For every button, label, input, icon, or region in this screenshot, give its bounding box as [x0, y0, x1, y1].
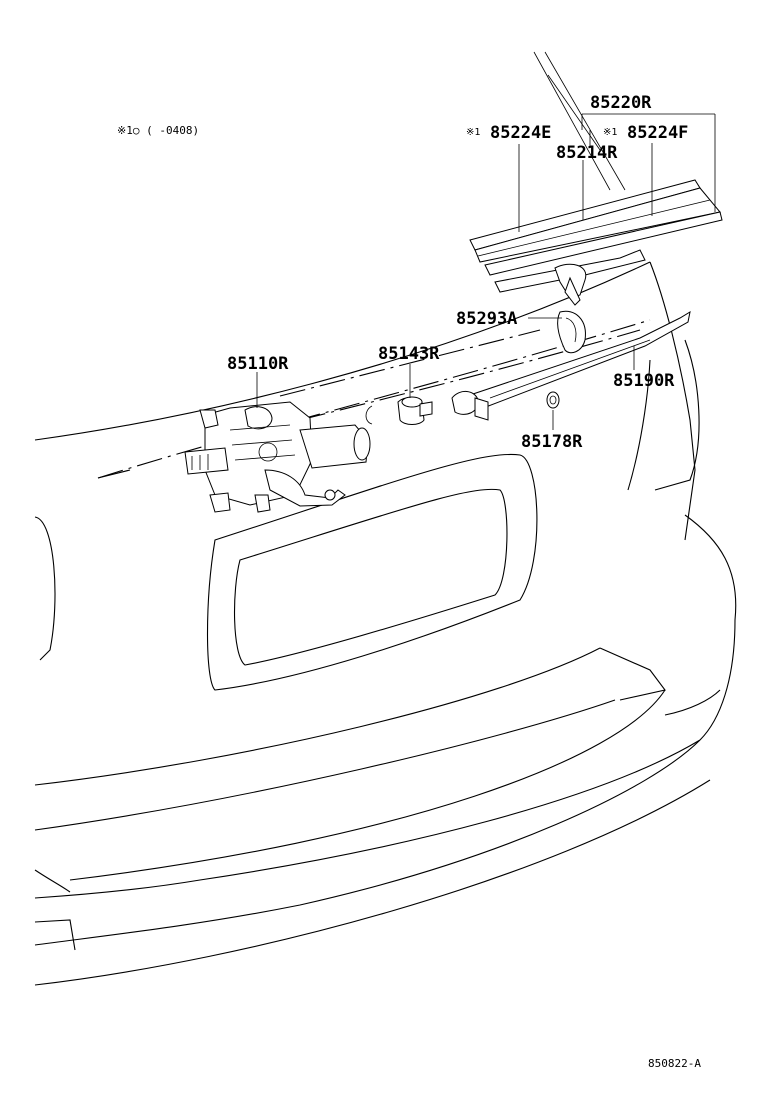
label-85293A: 85293A: [456, 309, 517, 329]
pivot-cap-85293A: [557, 310, 586, 354]
wiper-blade-assembly: [469, 179, 723, 306]
label-85190R: 85190R: [613, 371, 675, 391]
label-85220R: 85220R: [590, 93, 652, 113]
nut-85178R: [546, 391, 560, 409]
mark-85224E: ※1: [466, 127, 480, 138]
mark-85224F: ※1: [603, 127, 617, 138]
wiper-arm-85190R: [451, 310, 691, 421]
wiper-motor-85110R: [184, 401, 371, 513]
note-text: ※1○ ( -0408): [117, 124, 199, 137]
vehicle-body-outline: [34, 51, 737, 986]
grommet-85143R: [365, 396, 433, 425]
leader-lines: [256, 113, 716, 430]
label-85143R: 85143R: [378, 344, 440, 364]
label-85224F: 85224F: [627, 123, 688, 143]
label-85110R: 85110R: [227, 354, 289, 374]
label-85214R: 85214R: [556, 143, 618, 163]
label-85178R: 85178R: [521, 432, 583, 452]
diagram-code: 850822-A: [648, 1057, 701, 1070]
label-85224E: 85224E: [490, 123, 551, 143]
